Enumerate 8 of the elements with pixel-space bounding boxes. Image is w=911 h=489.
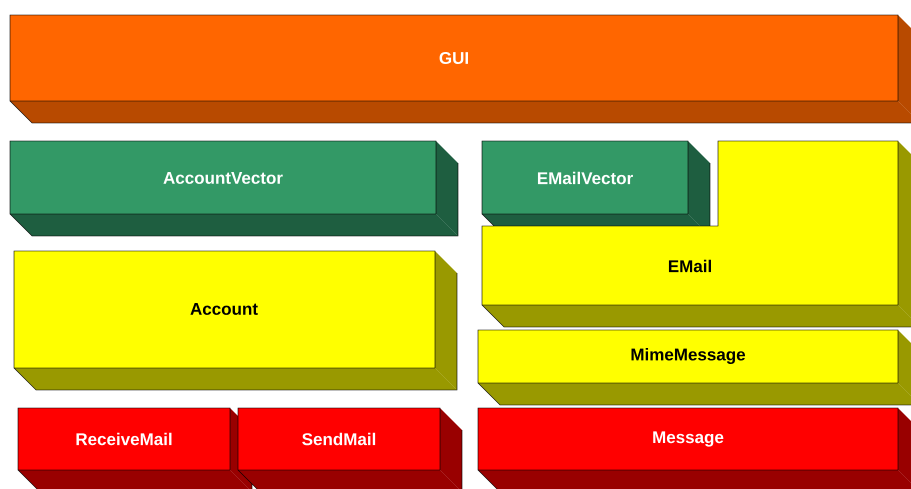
layer-block: MimeMessage bbox=[478, 330, 911, 406]
layer-block: SendMail bbox=[238, 408, 462, 489]
layer-block: EMailVector bbox=[482, 140, 710, 236]
layer-block: Message bbox=[478, 408, 911, 489]
layer-block: GUI bbox=[10, 14, 911, 124]
layer-block: ReceiveMail bbox=[18, 408, 252, 489]
layer-block: Account bbox=[14, 250, 458, 390]
layer-block: AccountVector bbox=[10, 140, 458, 236]
